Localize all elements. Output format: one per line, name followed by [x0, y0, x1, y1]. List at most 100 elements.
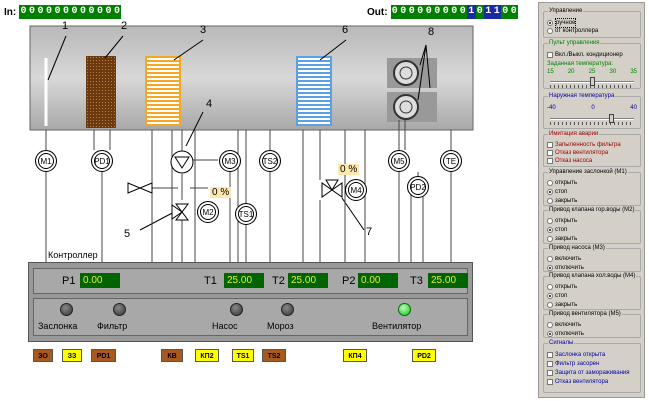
checkbox-label: Защита от замораживания [555, 370, 630, 376]
radio-button[interactable] [547, 227, 553, 233]
radio-option[interactable]: от контроллера [547, 27, 598, 35]
checkbox[interactable] [547, 150, 553, 156]
sensor-m1[interactable]: M1 [35, 150, 57, 172]
radio-option[interactable]: открыть [547, 283, 577, 291]
checkbox[interactable] [547, 52, 553, 58]
radio-button[interactable] [547, 322, 553, 328]
checkbox[interactable] [547, 352, 553, 358]
group-title: Управление заслонкой (M1) [548, 168, 628, 177]
outdoor-slider[interactable] [550, 114, 634, 125]
sensor-te[interactable]: TE [440, 150, 462, 172]
sensor-ts1[interactable]: TS1 [235, 203, 257, 225]
radio-option[interactable]: стоп [547, 226, 567, 234]
lamp-3 [230, 303, 243, 316]
lamp-4 [281, 303, 294, 316]
radio-button[interactable] [547, 218, 553, 224]
sensor-m2[interactable]: M2 [197, 201, 219, 223]
bit-cell: 0 [407, 5, 417, 19]
radio-button[interactable] [547, 189, 553, 195]
radio-button[interactable] [547, 28, 553, 34]
readout-label: P2 [342, 275, 356, 287]
callout-number: 3 [200, 24, 207, 36]
tick-label: 30 [609, 69, 617, 75]
slider-thumb[interactable] [609, 114, 615, 123]
radio-button[interactable] [547, 331, 553, 337]
checkbox-option[interactable]: Запыленность фильтра [547, 141, 621, 149]
setpoint-slider[interactable] [550, 77, 634, 88]
radio-button[interactable] [547, 256, 553, 262]
checkbox[interactable] [547, 142, 553, 148]
checkbox-option[interactable]: Отказ насоса [547, 157, 592, 165]
bit-cell: 0 [95, 5, 105, 19]
readout-value: 25.00 [288, 273, 328, 288]
radio-option[interactable]: отключить [547, 264, 584, 272]
group-title: Привод клапана хол.воды (M4) [548, 272, 637, 281]
radio-button[interactable] [547, 236, 553, 242]
radio-button[interactable] [547, 293, 553, 299]
radio-label: от контроллера [555, 28, 599, 34]
bit-cell: 0 [458, 5, 468, 19]
callout-number: 2 [121, 20, 128, 32]
checkbox-option[interactable]: Заслонка открыта [547, 351, 605, 359]
checkbox[interactable] [547, 361, 553, 367]
slider-thumb[interactable] [589, 77, 595, 86]
checkbox[interactable] [547, 379, 553, 385]
checkbox-label: Отказ вентилятора [555, 379, 609, 385]
sensor-m5[interactable]: M5 [388, 150, 410, 172]
sensor-label: M3 [224, 156, 236, 166]
tick-label: 15 [547, 69, 554, 75]
radio-button[interactable] [547, 284, 553, 290]
sensor-pd2[interactable]: PD2 [407, 176, 429, 198]
radio-option[interactable]: открыть [547, 179, 577, 187]
radio-option[interactable]: открыть [547, 217, 577, 225]
heating-coil [145, 56, 181, 126]
readout-label: T2 [272, 275, 285, 287]
radio-option[interactable]: закрыть [547, 235, 577, 243]
radio-option[interactable]: включить [547, 255, 581, 263]
radio-label: закрыть [555, 302, 578, 308]
bit-cell: 0 [53, 5, 62, 19]
radio-button[interactable] [547, 180, 553, 186]
radio-option[interactable]: закрыть [547, 197, 577, 205]
signal-tag: TS1 [232, 349, 254, 362]
checkbox[interactable] [547, 370, 553, 376]
radio-option[interactable]: отключить [547, 330, 584, 338]
input-label: In: [4, 6, 17, 18]
bit-cell: 0 [441, 5, 451, 19]
checkbox-option[interactable]: Фильтр засорен [547, 360, 599, 368]
sensor-m4[interactable]: M4 [345, 179, 367, 201]
bit-cell: 0 [36, 5, 45, 19]
checkbox-option[interactable]: Отказ вентилятора [547, 378, 608, 386]
readout-value: 25.00 [428, 273, 468, 288]
checkbox-option[interactable]: Вкл./Выкл. кондиционер [547, 51, 623, 59]
checkbox-option[interactable]: Отказ вентилятора [547, 149, 608, 157]
sensor-ts2[interactable]: TS2 [259, 150, 281, 172]
checkbox-label: Фильтр засорен [555, 361, 600, 367]
radio-option[interactable]: включить [547, 321, 581, 329]
checkbox-option[interactable]: Защита от замораживания [547, 369, 630, 377]
radio-button[interactable] [547, 198, 553, 204]
checkbox[interactable] [547, 158, 553, 164]
radio-option[interactable]: закрыть [547, 301, 577, 309]
sensor-label: PD1 [94, 156, 110, 166]
radio-button[interactable] [547, 302, 553, 308]
callout-number: 5 [124, 228, 131, 240]
controller-label: Контроллер [48, 250, 98, 260]
radio-option[interactable]: стоп [547, 292, 567, 300]
bit-cell: 0 [509, 5, 519, 19]
sensor-pd1[interactable]: PD1 [91, 150, 113, 172]
radio-label: стоп [555, 227, 568, 233]
callout-number: 6 [342, 24, 349, 36]
radio-option[interactable]: ручное [547, 18, 577, 28]
radio-button[interactable] [547, 265, 553, 271]
radio-button[interactable] [547, 20, 553, 26]
radio-option[interactable]: стоп [547, 188, 567, 196]
sensor-m3[interactable]: M3 [219, 150, 241, 172]
